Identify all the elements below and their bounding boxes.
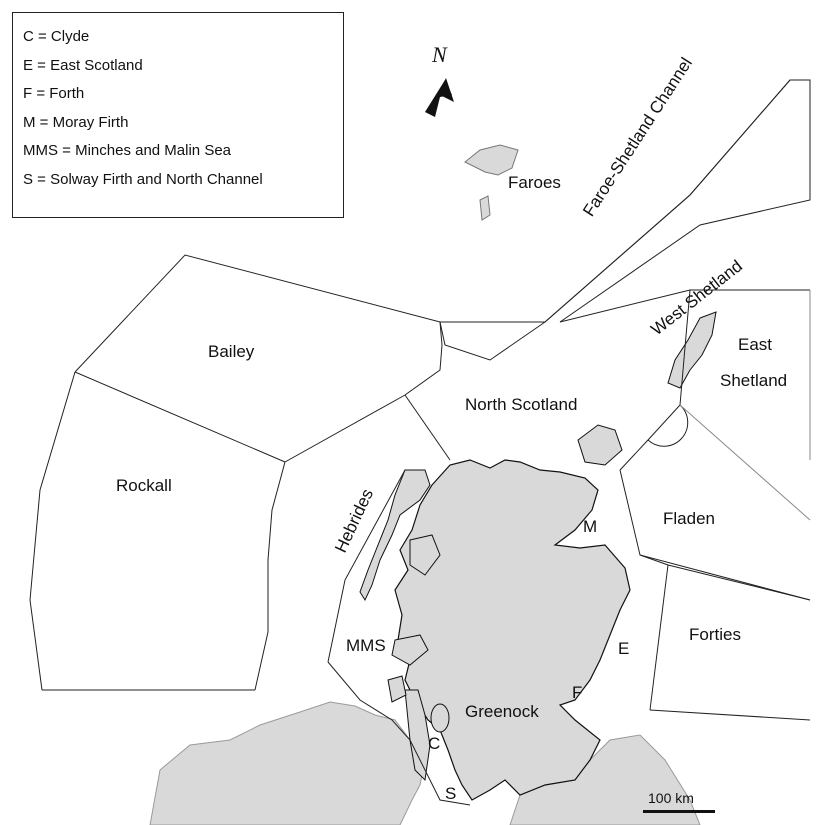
- region-label-forties: Forties: [689, 625, 741, 644]
- islay-island: [387, 675, 407, 703]
- region-boundaries: [29, 79, 811, 806]
- legend-box: C = Clyde E = East Scotland F = Forth M …: [12, 12, 344, 218]
- region-label-rockall: Rockall: [116, 476, 172, 495]
- legend-item: C = Clyde: [23, 28, 90, 45]
- region-label-east-shetland-1: East: [738, 335, 773, 354]
- region-label-greenock: Greenock: [465, 702, 539, 721]
- region-label-north-scotland: North Scotland: [465, 395, 578, 414]
- legend-item: F = Forth: [23, 85, 85, 102]
- scale-bar: [643, 810, 715, 813]
- scale-label: 100 km: [648, 790, 694, 806]
- ireland-landmass: [149, 701, 426, 825]
- kintyre-landmass: [404, 689, 431, 782]
- region-label-e: E: [618, 639, 630, 658]
- region-label-faroes: Faroes: [508, 173, 561, 192]
- secondary-boundaries: [679, 290, 811, 521]
- region-label-bailey: Bailey: [208, 342, 255, 361]
- skye-island: [409, 534, 441, 576]
- region-label-fladen: Fladen: [663, 509, 715, 528]
- legend-item: E = East Scotland: [23, 56, 143, 74]
- region-label-c: C: [428, 734, 441, 753]
- faroes-south-island: [479, 195, 491, 221]
- mull-island: [391, 634, 429, 666]
- outer-hebrides: [359, 469, 431, 602]
- faroes-islands: [464, 144, 519, 176]
- legend-item: MMS = Minches and Malin Sea: [23, 142, 232, 159]
- north-label: N: [432, 42, 447, 67]
- shetland-islands: [667, 311, 717, 389]
- arran-island: [430, 703, 450, 733]
- legend-item: S = Solway Firth and North Channel: [23, 170, 263, 188]
- legend-item: M = Moray Firth: [23, 113, 129, 131]
- region-label-m: M: [583, 517, 598, 536]
- north-arrow-icon: [425, 78, 454, 117]
- region-label-f: F: [572, 683, 583, 702]
- region-label-s: S: [445, 784, 457, 803]
- orkney-islands: [577, 424, 623, 466]
- region-label-mms: MMS: [346, 636, 386, 655]
- region-label-east-shetland-2: Shetland: [720, 371, 788, 390]
